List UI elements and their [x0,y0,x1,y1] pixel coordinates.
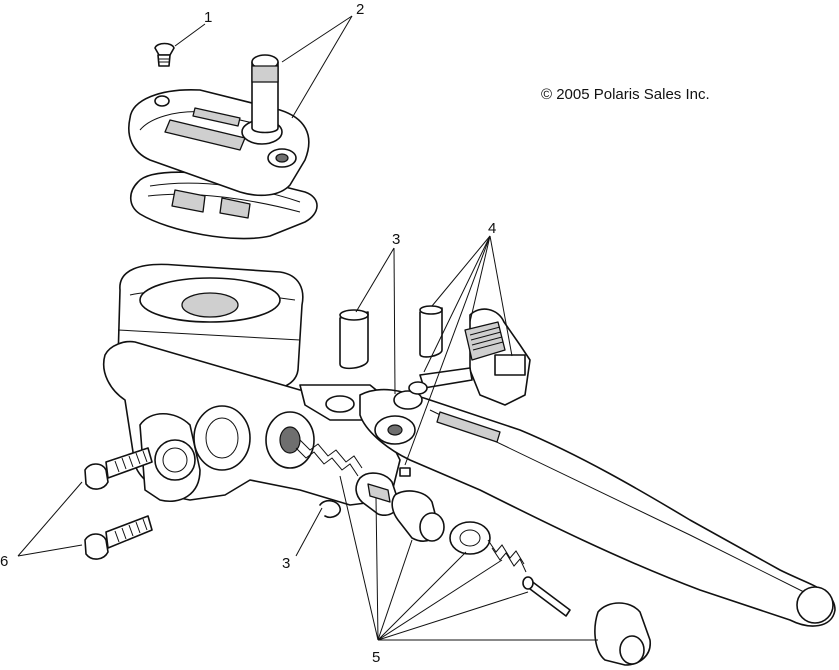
master-cylinder-body [103,263,401,506]
pivot-pins [339,305,443,370]
mounting-bolts [84,447,153,560]
callout-1: 1 [204,9,212,26]
callout-3-top: 3 [392,231,400,248]
callout-2: 2 [356,1,364,18]
reservoir-cover-assembly [128,42,318,240]
copyright-notice: © 2005 Polaris Sales Inc. [541,86,710,103]
piston-kit [295,439,651,666]
callout-5: 5 [372,649,380,666]
callout-6: 6 [0,553,8,570]
lever-adjuster [399,308,531,477]
brake-lever [359,388,836,627]
callout-3-bottom: 3 [282,555,290,572]
callout-4: 4 [488,220,496,237]
leader-lines [17,15,598,641]
